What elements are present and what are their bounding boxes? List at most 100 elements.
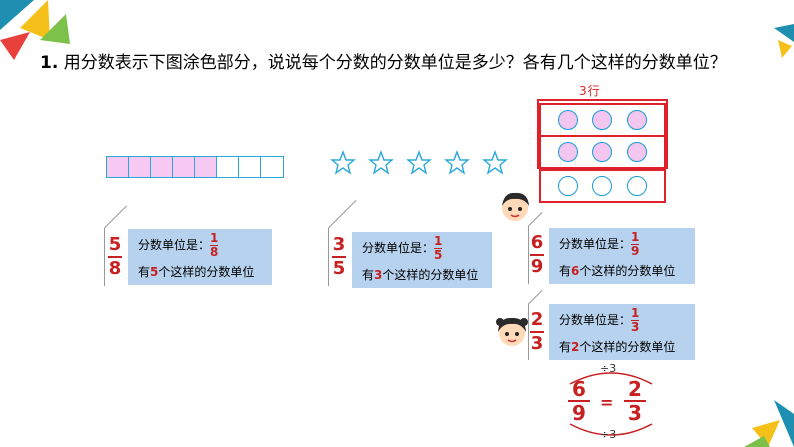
card-fraction-denominator: 8 — [108, 258, 122, 279]
unit-denominator: 5 — [434, 248, 443, 262]
question-number: 1. — [40, 53, 59, 73]
equation-left-denominator: 9 — [572, 401, 586, 425]
card-fraction-numerator: 6 — [530, 232, 544, 253]
bar-cell — [239, 157, 261, 177]
bar-cell — [261, 157, 283, 177]
bar-cell — [107, 157, 129, 177]
grid-circle — [558, 142, 579, 162]
equation-right-denominator: 3 — [628, 401, 642, 425]
count-value: 2 — [571, 340, 580, 354]
count-suffix: 个这样的分数单位 — [579, 264, 676, 278]
count-value: 6 — [571, 264, 580, 278]
bracket-diagonal — [327, 199, 357, 229]
unit-numerator: 1 — [631, 306, 640, 320]
star-icon — [482, 150, 508, 175]
equals-sign: = — [600, 393, 614, 412]
bar-cell — [195, 157, 217, 177]
grid-circle — [626, 176, 647, 196]
grid-circle — [558, 176, 579, 196]
star-icon — [368, 150, 394, 175]
equation-right-fraction: 2 3 — [624, 377, 646, 425]
unit-numerator: 1 — [434, 234, 443, 248]
card-fraction-numerator: 5 — [108, 234, 122, 255]
unit-denominator: 9 — [631, 244, 640, 258]
top-operation: ÷3 — [600, 362, 617, 375]
count-prefix: 有 — [559, 264, 572, 278]
grid-row — [539, 169, 666, 203]
count-suffix: 个这样的分数单位 — [158, 265, 255, 279]
grid-circle — [558, 110, 579, 130]
unit-label: 分数单位是： — [362, 241, 435, 255]
bottom-operation: ÷3 — [600, 428, 617, 441]
card-fraction-denominator: 3 — [530, 333, 544, 354]
card-fraction-denominator: 5 — [332, 258, 346, 279]
bracket-line — [104, 228, 105, 286]
bracket-diagonal — [527, 290, 543, 305]
equation-left-fraction: 6 9 — [568, 377, 590, 425]
star-icon — [330, 150, 356, 175]
equation-right-numerator: 2 — [628, 377, 642, 401]
grid-circle — [592, 110, 613, 130]
card-fraction-denominator: 9 — [530, 256, 544, 277]
unit-denominator: 3 — [631, 320, 640, 334]
count-prefix: 有 — [559, 340, 572, 354]
circle-grid — [537, 95, 668, 207]
star-icon — [444, 150, 470, 175]
question-body: 用分数表示下图涂色部分，说说每个分数的分数单位是多少？各有几个这样的分数单位？ — [63, 53, 727, 73]
bar-cell — [151, 157, 173, 177]
corner-decoration-top-left — [0, 0, 70, 60]
grid-circle — [592, 176, 613, 196]
star-row — [330, 150, 508, 176]
bar-cell — [217, 157, 239, 177]
bar-cell — [129, 157, 151, 177]
star-icon — [406, 150, 432, 175]
bar-cell — [173, 157, 195, 177]
grid-title: 3行 — [579, 84, 601, 98]
grid-circle — [626, 110, 647, 130]
grid-circle — [626, 142, 647, 162]
corner-decoration-top-right — [774, 24, 794, 58]
boy-avatar-icon — [502, 192, 529, 221]
count-line: 有3个这样的分数单位 — [362, 266, 478, 283]
count-value: 5 — [150, 265, 159, 279]
count-value: 3 — [374, 268, 383, 282]
unit-numerator: 1 — [631, 230, 640, 244]
bracket-line — [528, 304, 529, 360]
card-fraction-numerator: 2 — [530, 309, 544, 330]
fraction-bar — [106, 156, 284, 178]
girl-avatar-icon — [496, 317, 528, 346]
count-line: 有5个这样的分数单位 — [138, 263, 254, 280]
count-suffix: 个这样的分数单位 — [579, 340, 676, 354]
count-suffix: 个这样的分数单位 — [382, 268, 479, 282]
unit-denominator: 8 — [210, 245, 219, 259]
bracket-line — [328, 228, 329, 286]
grid-group-outline — [537, 99, 668, 169]
bracket-line — [528, 226, 529, 284]
question-text: 1. 用分数表示下图涂色部分，说说每个分数的分数单位是多少？各有几个这样的分数单… — [40, 50, 740, 76]
count-prefix: 有 — [362, 268, 375, 282]
unit-label: 分数单位是： — [559, 313, 632, 327]
equation-left-numerator: 6 — [572, 377, 586, 401]
count-line: 有2个这样的分数单位 — [559, 338, 675, 355]
count-line: 有6个这样的分数单位 — [559, 262, 675, 279]
grid-circle — [592, 142, 613, 162]
corner-decoration-bottom-right — [744, 400, 794, 447]
count-prefix: 有 — [138, 265, 151, 279]
equation-arrows — [569, 372, 653, 436]
unit-numerator: 1 — [210, 231, 219, 245]
unit-label: 分数单位是： — [559, 237, 632, 251]
card-fraction-numerator: 3 — [332, 234, 346, 255]
